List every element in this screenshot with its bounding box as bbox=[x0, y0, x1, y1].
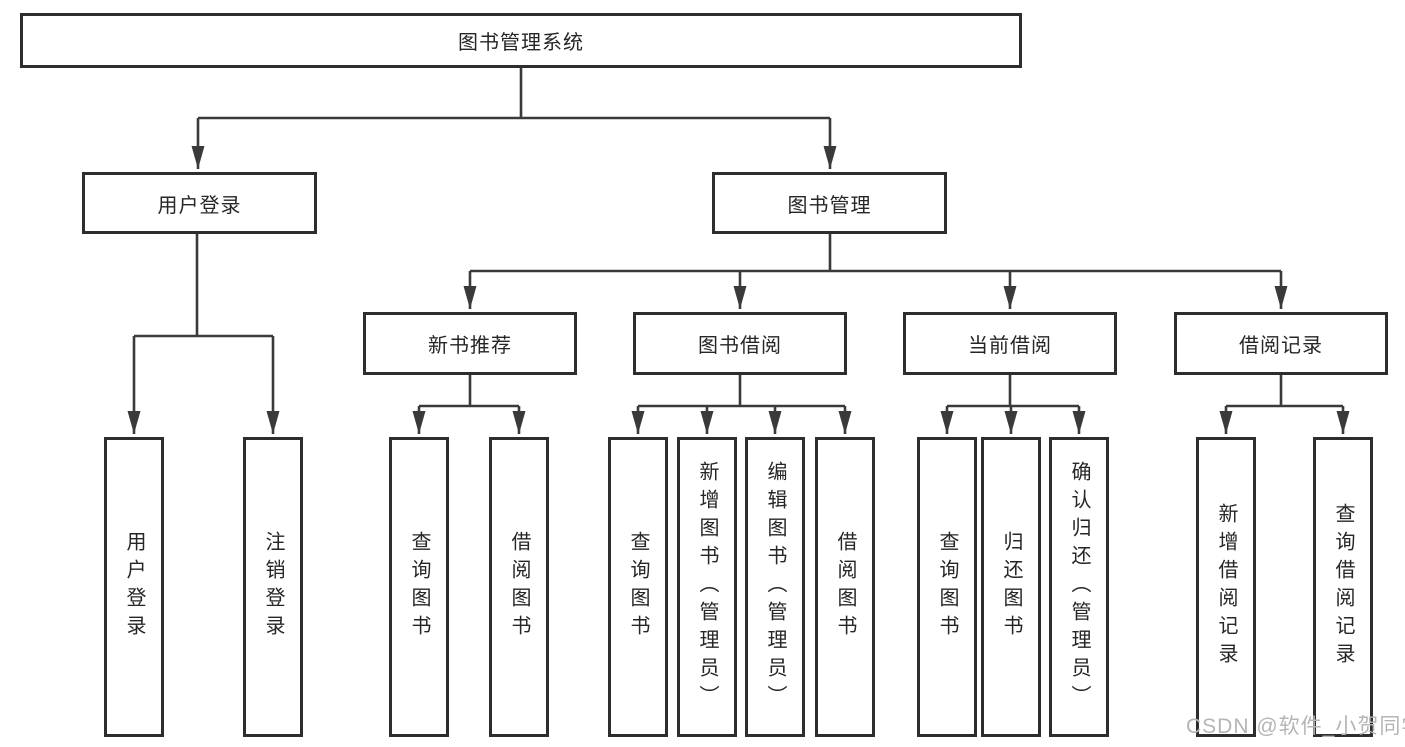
node-label: 图书借阅 bbox=[698, 335, 782, 357]
node-root-system: 图书管理系统 bbox=[20, 13, 1022, 68]
node-current-borrowing: 当前借阅 bbox=[903, 312, 1117, 375]
node-book-management: 图书管理 bbox=[712, 172, 947, 234]
node-book-borrowing: 图书借阅 bbox=[633, 312, 847, 375]
leaf-add-borrow-record: 新增借阅记录 bbox=[1196, 437, 1256, 737]
leaf-label: 编辑图书（管理员） bbox=[764, 461, 786, 713]
leaf-return-books: 归还图书 bbox=[981, 437, 1041, 737]
node-borrow-records: 借阅记录 bbox=[1174, 312, 1388, 375]
watermark: CSDN @软件_小贺同学 bbox=[1186, 715, 1405, 738]
leaf-label: 查询图书 bbox=[408, 531, 430, 643]
leaf-label: 借阅图书 bbox=[508, 531, 530, 643]
leaf-label: 确认归还（管理员） bbox=[1068, 461, 1090, 713]
node-label: 用户登录 bbox=[157, 194, 242, 217]
leaf-edit-books-admin: 编辑图书（管理员） bbox=[745, 437, 805, 737]
leaf-label: 查询借阅记录 bbox=[1332, 503, 1354, 671]
leaf-logout: 注销登录 bbox=[243, 437, 303, 737]
leaf-query-books-recommend: 查询图书 bbox=[389, 437, 449, 737]
leaf-label: 新增借阅记录 bbox=[1215, 503, 1237, 671]
leaf-add-books-admin: 新增图书（管理员） bbox=[677, 437, 737, 737]
node-label: 当前借阅 bbox=[968, 335, 1052, 357]
leaf-confirm-return-admin: 确认归还（管理员） bbox=[1049, 437, 1109, 737]
node-label: 借阅记录 bbox=[1239, 335, 1323, 357]
leaf-label: 查询图书 bbox=[627, 531, 649, 643]
leaf-query-borrow-record: 查询借阅记录 bbox=[1313, 437, 1373, 737]
leaf-query-books-borrowing: 查询图书 bbox=[608, 437, 668, 737]
leaf-query-books-current: 查询图书 bbox=[917, 437, 977, 737]
leaf-label: 归还图书 bbox=[1000, 531, 1022, 643]
leaf-label: 注销登录 bbox=[262, 531, 284, 643]
leaf-label: 借阅图书 bbox=[834, 531, 856, 643]
node-label: 图书管理系统 bbox=[458, 32, 584, 54]
node-user-login: 用户登录 bbox=[82, 172, 317, 234]
leaf-label: 用户登录 bbox=[123, 531, 145, 643]
leaf-label: 新增图书（管理员） bbox=[696, 461, 718, 713]
leaf-borrow-books: 借阅图书 bbox=[815, 437, 875, 737]
leaf-borrow-books-recommend: 借阅图书 bbox=[489, 437, 549, 737]
node-label: 图书管理 bbox=[787, 194, 872, 217]
connector-rails bbox=[134, 68, 1343, 408]
leaf-user-login: 用户登录 bbox=[104, 437, 164, 737]
node-label: 新书推荐 bbox=[428, 335, 512, 357]
leaf-label: 查询图书 bbox=[936, 531, 958, 643]
node-new-book-recommend: 新书推荐 bbox=[363, 312, 577, 375]
connector-arrows bbox=[127, 118, 1350, 434]
